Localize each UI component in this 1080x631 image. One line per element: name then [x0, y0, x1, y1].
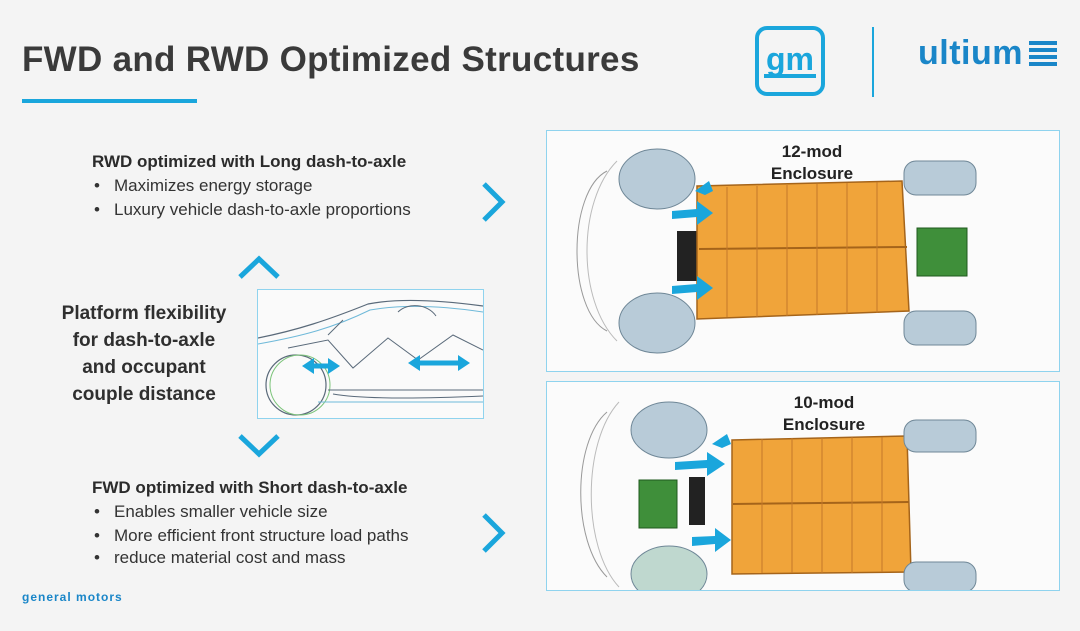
- double-arrow-icon: [302, 358, 340, 374]
- rear-tire-icon: [903, 419, 977, 590]
- rwd-enclosure-panel: 12-mod Enclosure: [546, 130, 1060, 372]
- logo-divider: [872, 27, 874, 97]
- rwd-heading: RWD optimized with Long dash-to-axle: [92, 152, 407, 171]
- rear-motor: [916, 227, 968, 277]
- double-arrow-icon: [408, 355, 470, 371]
- footer-brand: general motors: [22, 590, 123, 604]
- front-motor: [638, 479, 678, 529]
- gm-logo: gm: [755, 26, 825, 96]
- arrow-icon: [672, 181, 713, 300]
- title-underline: [22, 99, 197, 103]
- rear-tire-icon: [903, 160, 977, 346]
- ultium-logo-text: ultium: [918, 34, 1023, 72]
- enclosure-label-line: 12-mod: [781, 142, 843, 161]
- ultium-bars-icon: [1028, 41, 1057, 66]
- slide-title: FWD and RWD Optimized Structures: [22, 40, 640, 79]
- enclosure-label-line: Enclosure: [770, 164, 854, 183]
- rwd-chassis-drawing: [576, 148, 977, 354]
- enclosure-label-line: Enclosure: [782, 415, 866, 434]
- gm-logo-text: gm: [764, 41, 816, 78]
- arrow-icon: [675, 434, 731, 552]
- platform-line: Platform flexibility: [61, 303, 227, 324]
- chevron-down-icon: [238, 434, 280, 458]
- enclosure-label-line: 10-mod: [793, 393, 855, 412]
- vehicle-profile-diagram: [257, 289, 484, 419]
- steering-rack: [677, 231, 699, 281]
- rwd-bullet: Luxury vehicle dash-to-axle proportions: [94, 198, 411, 222]
- steering-rack: [689, 477, 705, 525]
- battery-pack-12mod: [696, 180, 910, 320]
- chevron-right-icon: [482, 513, 506, 553]
- front-tire-icon: [618, 148, 696, 354]
- front-tire-icon: [630, 401, 708, 590]
- fwd-block: FWD optimized with Short dash-to-axle En…: [92, 476, 409, 570]
- chevron-up-icon: [238, 255, 280, 279]
- fwd-chassis-drawing: [580, 401, 977, 590]
- platform-flexibility-text: Platform flexibility for dash-to-axle an…: [40, 300, 248, 408]
- chevron-right-icon: [482, 182, 506, 222]
- platform-line: couple distance: [72, 384, 216, 405]
- vehicle-profile-drawing: [257, 299, 484, 416]
- fwd-bullet: Enables smaller vehicle size: [94, 500, 409, 524]
- rwd-block: RWD optimized with Long dash-to-axle Max…: [92, 150, 411, 222]
- fwd-bullet: reduce material cost and mass: [94, 546, 409, 570]
- rwd-bullet: Maximizes energy storage: [94, 174, 411, 198]
- fwd-heading: FWD optimized with Short dash-to-axle: [92, 478, 408, 497]
- fwd-bullets: Enables smaller vehicle size More effici…: [92, 500, 409, 570]
- rwd-bullets: Maximizes energy storage Luxury vehicle …: [92, 174, 411, 222]
- enclosure-label-10mod: 10-mod Enclosure: [759, 392, 889, 436]
- platform-line: and occupant: [82, 357, 206, 378]
- ultium-logo: ultium: [918, 34, 1057, 73]
- fwd-enclosure-panel: 10-mod Enclosure: [546, 381, 1060, 591]
- enclosure-label-12mod: 12-mod Enclosure: [747, 141, 877, 185]
- platform-line: for dash-to-axle: [72, 330, 216, 351]
- fwd-bullet: More efficient front structure load path…: [94, 524, 408, 548]
